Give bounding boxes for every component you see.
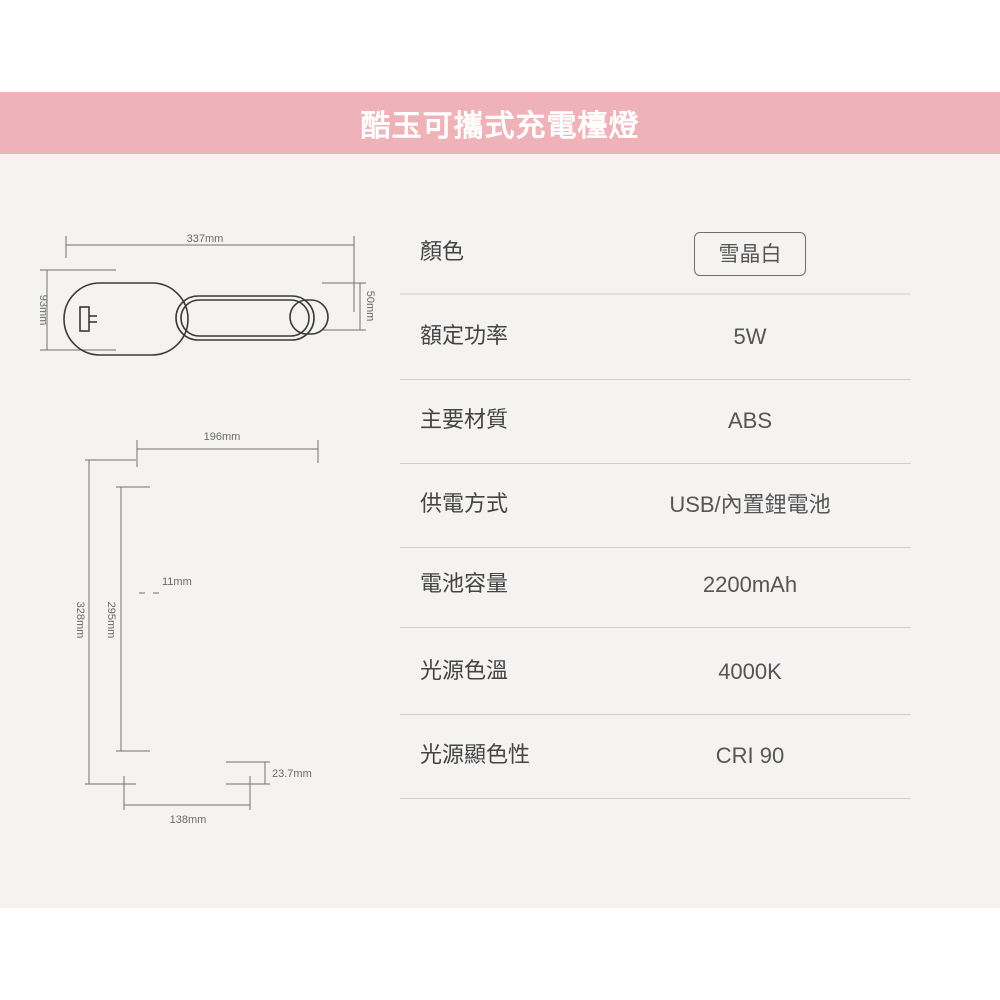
spec-row: 主要材質 ABS: [400, 379, 911, 464]
spec-row: 光源顯色性 CRI 90: [400, 714, 911, 799]
dim-295: 295mm: [105, 602, 117, 639]
spec-label: 電池容量: [420, 572, 509, 597]
dim-337: 337mm: [187, 233, 224, 245]
spec-row: 電池容量 2200mAh: [400, 543, 911, 628]
color-option-badge: 雪晶白: [694, 232, 806, 276]
spec-label: 光源顯色性: [420, 743, 531, 768]
lamp-arm-outline: [175, 295, 315, 341]
page-title: 酷玉可攜式充電檯燈: [360, 109, 640, 144]
lamp-base-outline: [63, 282, 189, 356]
lamp-head-outline: [289, 299, 329, 335]
title-banner: 酷玉可攜式充電檯燈: [0, 92, 1000, 154]
lamp-top-view: [63, 282, 329, 356]
spec-value: 2200mAh: [702, 572, 798, 597]
spec-value: 5W: [733, 324, 767, 349]
spec-row: 供電方式 USB/內置鋰電池: [400, 463, 911, 548]
spec-label: 供電方式: [420, 492, 509, 517]
dim-93: 93mm: [37, 295, 49, 326]
dim-11: 11mm: [162, 576, 192, 588]
dim-196: 196mm: [204, 431, 241, 443]
lamp-switch: [79, 306, 90, 332]
spec-row: 額定功率 5W: [400, 295, 911, 380]
spec-label: 顏色: [420, 240, 465, 265]
spec-row: 顏色 雪晶白: [400, 211, 911, 295]
spec-value: 4000K: [718, 659, 782, 684]
spec-value: ABS: [727, 408, 773, 433]
dim-138: 138mm: [170, 814, 207, 826]
dim-328: 328mm: [74, 602, 86, 639]
content-panel: [0, 92, 1000, 908]
dim-23-7: 23.7mm: [272, 768, 312, 780]
spec-label: 光源色溫: [420, 659, 509, 684]
spec-label: 主要材質: [420, 408, 509, 433]
dim-50: 50mm: [364, 291, 376, 322]
spec-value: USB/內置鋰電池: [669, 492, 831, 517]
spec-label: 額定功率: [420, 324, 509, 349]
spec-row: 光源色溫 4000K: [400, 630, 911, 715]
spec-value: CRI 90: [715, 743, 785, 768]
